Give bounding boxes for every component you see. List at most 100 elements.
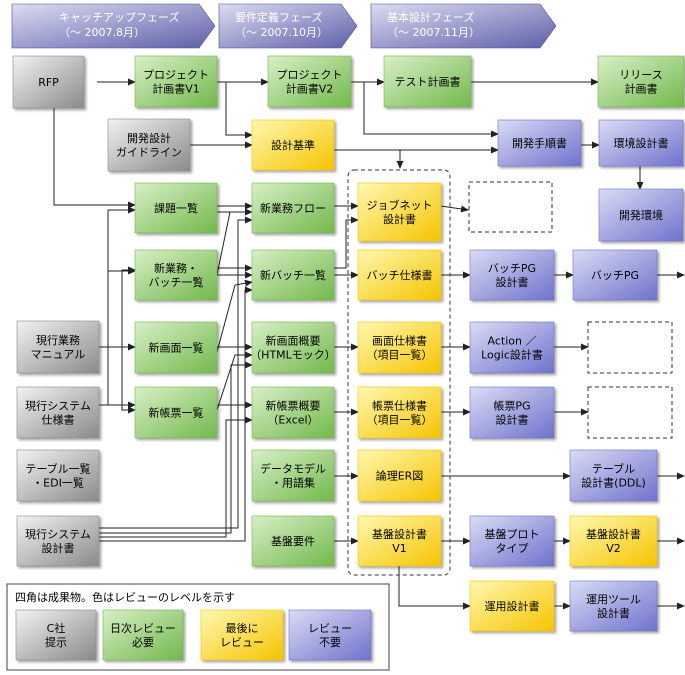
box-label: 現行業務マニュアル: [31, 333, 86, 361]
box-screenspec: 画面仕様書（項目一覧）: [357, 321, 442, 374]
box-tabledes: テーブル設計書(DDL): [569, 449, 658, 502]
box-label: 開発設計ガイドライン: [116, 131, 182, 159]
box-label: 日次レビュー必要: [110, 621, 176, 649]
box-label: 新帳票一覧: [149, 406, 204, 420]
box-label: 新画面概要（HTMLモック）: [250, 334, 336, 362]
box-pp2: プロジェクト計画書V2: [267, 55, 352, 108]
connector-line: [99, 286, 253, 542]
placeholder-box: [587, 386, 673, 439]
box-label: RFP: [38, 76, 59, 89]
box-release: リリース計画書: [597, 55, 685, 108]
connector-line: [440, 205, 469, 213]
review-group-frame: [347, 169, 451, 576]
connector-line: [363, 82, 499, 138]
box-devproc: 開発手順書: [497, 119, 582, 167]
box-reportspec: 帳票仕様書（項目一覧）: [357, 386, 442, 439]
box-label: 基盤プロトタイプ: [485, 528, 540, 555]
box-rfp: RFP: [12, 55, 85, 109]
connector-line: [334, 216, 359, 269]
box-label: バッチ仕様書: [367, 268, 433, 282]
box-label: 論理ER図: [376, 469, 424, 483]
placeholder-box: [468, 181, 553, 233]
phase-banners: キャッチアップフェーズ（～ 2007.8月） 要件定義フェーズ（～ 2007.10…: [11, 3, 557, 49]
connector-line: [398, 566, 471, 610]
box-label: バッチPG: [591, 269, 639, 282]
connectors: [53, 78, 685, 610]
box-sysdes: 現行システム設計書: [16, 515, 100, 567]
box-label: テーブル一覧・EDI一覧: [25, 462, 90, 490]
box-opstool: 運用ツール設計書: [569, 580, 658, 632]
connector-line: [99, 216, 253, 529]
box-label: 帳票仕様書（項目一覧）: [367, 399, 433, 427]
legend-swatch-gray: C社提示: [15, 609, 97, 661]
box-label: 新画面一覧: [149, 341, 204, 355]
box-issues: 課題一覧: [134, 182, 218, 234]
connector-line: [225, 82, 253, 139]
box-batchpg: バッチPG: [572, 249, 658, 301]
legend-swatch-yellow: 最後にレビュー: [200, 609, 284, 661]
connector-line: [216, 211, 252, 276]
box-label: 設計基準: [271, 138, 315, 152]
connector-line: [216, 279, 253, 353]
box-devenv: 開発環境: [598, 188, 684, 242]
box-test: テスト計画書: [383, 55, 472, 108]
phase-banner-2: 要件定義フェーズ（～ 2007.10月）: [218, 3, 358, 49]
box-screens: 新画面一覧: [134, 321, 218, 374]
box-pp1: プロジェクト計画書V1: [134, 55, 218, 108]
box-tables: テーブル一覧・EDI一覧: [16, 449, 100, 502]
connector-line: [121, 347, 136, 414]
box-label: テーブル設計書(DDL): [581, 462, 646, 490]
box-datamodel: データモデル・用語集: [251, 449, 335, 502]
box-batchspec: バッチ仕様書: [357, 249, 442, 301]
box-bizbatch: 新業務・バッチ一覧: [134, 249, 218, 301]
box-envdesign: 環境設計書: [598, 119, 684, 167]
box-label: 基盤要件: [271, 535, 315, 548]
box-label: 最後にレビュー: [220, 621, 264, 649]
phase-label: 基本設計フェーズ（～ 2007.11月）: [387, 10, 480, 39]
box-label: テスト計画書: [395, 75, 461, 89]
box-label: 開発手順書: [512, 136, 567, 150]
box-opsdes: 運用設計書: [469, 580, 555, 632]
box-sysspec: 現行システム仕様書: [16, 386, 100, 439]
box-label: 新バッチ一覧: [260, 268, 326, 282]
legend-swatch-blue: レビュー不要: [288, 609, 372, 661]
box-manual: 現行業務マニュアル: [16, 320, 100, 374]
box-label: レビュー不要: [308, 622, 352, 649]
box-newflow: 新業務フロー: [251, 182, 335, 234]
box-jobnet: ジョブネット設計書: [357, 182, 442, 242]
phase-label: キャッチアップフェーズ（～ 2007.8月）: [59, 10, 179, 39]
box-screenov: 新画面概要（HTMLモック）: [250, 321, 336, 374]
box-label: 画面仕様書（項目一覧）: [367, 334, 433, 362]
box-label: 環境設計書: [614, 136, 669, 150]
box-label: 開発環境: [619, 208, 663, 222]
box-label: リリース計画書: [619, 69, 662, 96]
box-newbatch: 新バッチ一覧: [251, 249, 335, 301]
connector-line: [53, 108, 136, 209]
box-proto: 基盤プロトタイプ: [469, 515, 555, 567]
box-label: 現行システム仕様書: [25, 400, 91, 427]
box-logicer: 論理ER図: [357, 449, 442, 502]
box-label: 新業務・バッチ一覧: [149, 261, 204, 289]
connector-line: [99, 361, 253, 534]
phase-banner-1: キャッチアップフェーズ（～ 2007.8月）: [11, 3, 216, 49]
deliverable-boxes: RFP プロジェクト計画書V1 プロジェクト計画書V2 テスト計画書 リリース計画書開発…: [12, 55, 685, 632]
connector-line: [99, 416, 253, 538]
box-guide: 開発設計ガイドライン: [107, 118, 191, 172]
box-action: Action ／Logic設計書: [469, 321, 555, 374]
box-label: 現行システム設計書: [25, 528, 91, 555]
legend-title: 四角は成果物。色はレビューのレベルを示す: [15, 590, 235, 604]
box-label: Action ／Logic設計書: [481, 335, 543, 362]
box-label: 新帳票概要（Excel）: [266, 399, 321, 427]
box-label: 運用ツール設計書: [586, 593, 641, 620]
box-label: データモデル・用語集: [260, 462, 326, 490]
placeholder-box: [587, 321, 673, 374]
